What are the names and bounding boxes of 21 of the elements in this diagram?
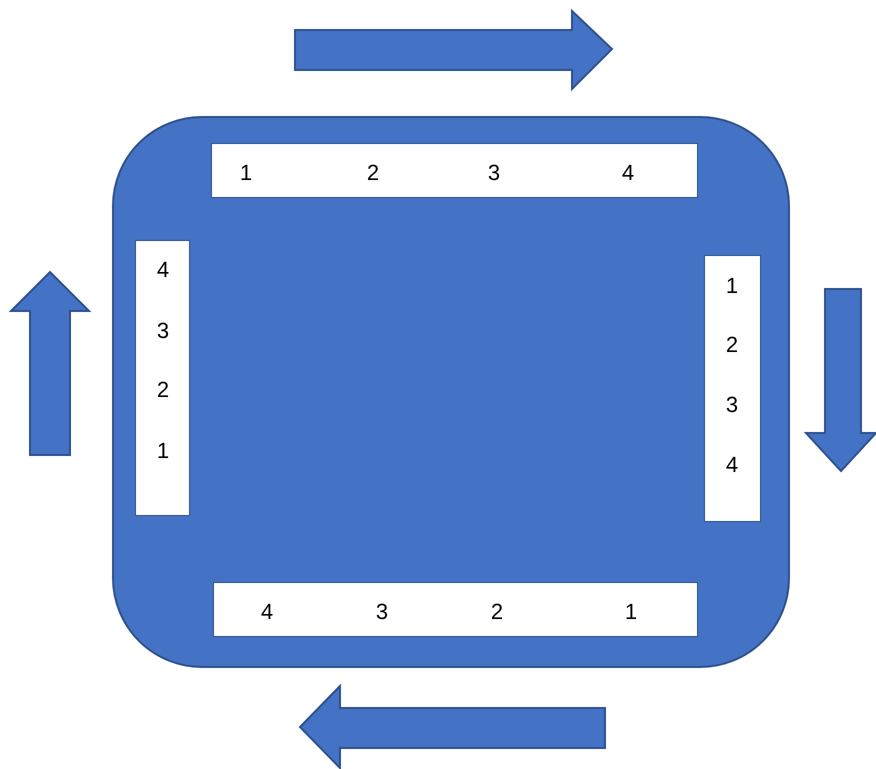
number-label: 4 xyxy=(156,257,170,283)
number-label: 2 xyxy=(366,160,380,186)
number-label: 2 xyxy=(726,332,738,358)
number-strip xyxy=(211,143,698,198)
number-label: 2 xyxy=(156,377,170,403)
number-strip xyxy=(704,255,761,522)
number-label: 4 xyxy=(726,452,738,478)
number-label: 1 xyxy=(240,160,252,186)
number-label: 1 xyxy=(624,599,638,625)
number-label: 3 xyxy=(376,599,388,625)
number-strip xyxy=(135,240,190,516)
number-strip xyxy=(213,582,698,637)
rounded-panel xyxy=(112,116,790,668)
number-label: 2 xyxy=(490,599,504,625)
number-label: 1 xyxy=(156,438,170,464)
number-label: 1 xyxy=(726,273,738,299)
number-label: 3 xyxy=(156,318,170,344)
number-label: 3 xyxy=(726,392,738,418)
number-label: 3 xyxy=(488,160,500,186)
number-label: 4 xyxy=(260,599,274,625)
number-label: 4 xyxy=(622,160,634,186)
